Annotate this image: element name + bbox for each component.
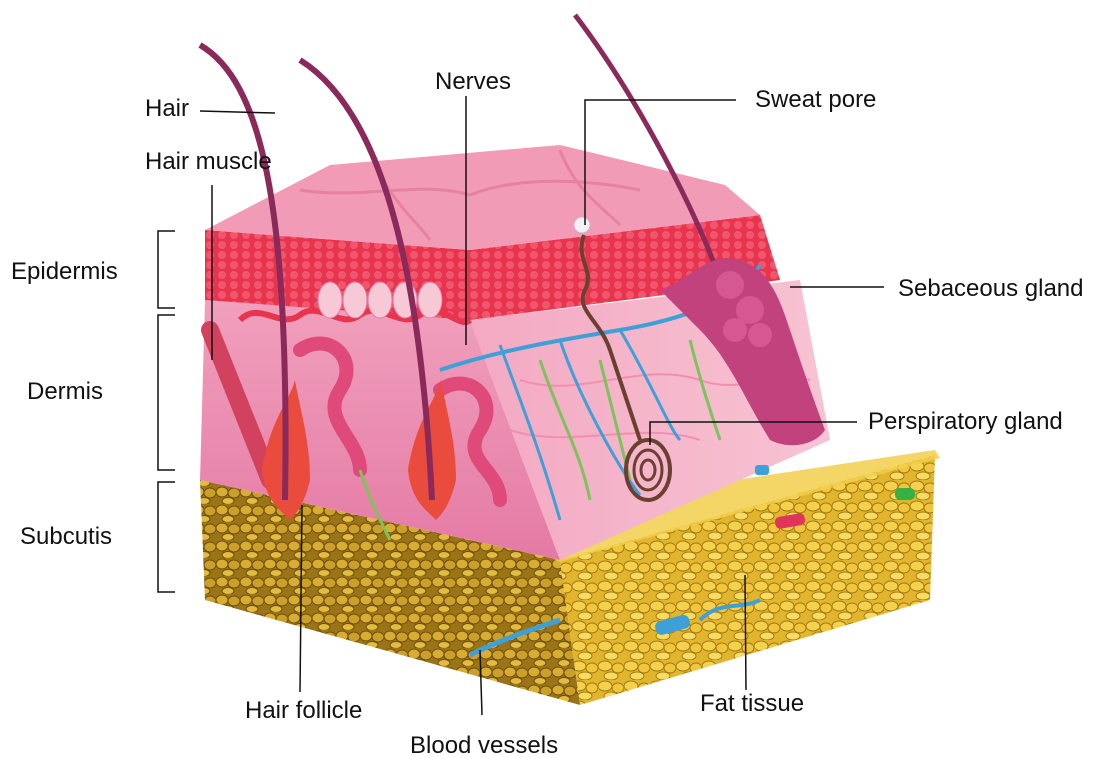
label-blood-vessels: Blood vessels — [410, 732, 558, 758]
bracket-epidermis — [158, 231, 175, 308]
label-nerves: Nerves — [435, 68, 511, 96]
label-epidermis: Epidermis — [11, 258, 118, 286]
label-sebaceous-gland: Sebaceous gland — [898, 275, 1083, 303]
label-subcutis: Subcutis — [20, 523, 112, 551]
label-hair: Hair — [145, 95, 189, 123]
label-dermis: Dermis — [27, 378, 103, 406]
label-hair-follicle: Hair follicle — [245, 697, 362, 725]
leader-fat-tissue — [745, 575, 746, 690]
label-hair-muscle: Hair muscle — [145, 148, 272, 176]
bracket-subcutis — [158, 482, 175, 592]
label-sweat-pore: Sweat pore — [755, 86, 876, 114]
dermal-papillae — [318, 282, 442, 318]
leader-hair — [200, 111, 275, 113]
label-fat-tissue: Fat tissue — [700, 690, 804, 718]
label-perspiratory-gland: Perspiratory gland — [868, 408, 1063, 436]
bracket-dermis — [158, 315, 175, 470]
